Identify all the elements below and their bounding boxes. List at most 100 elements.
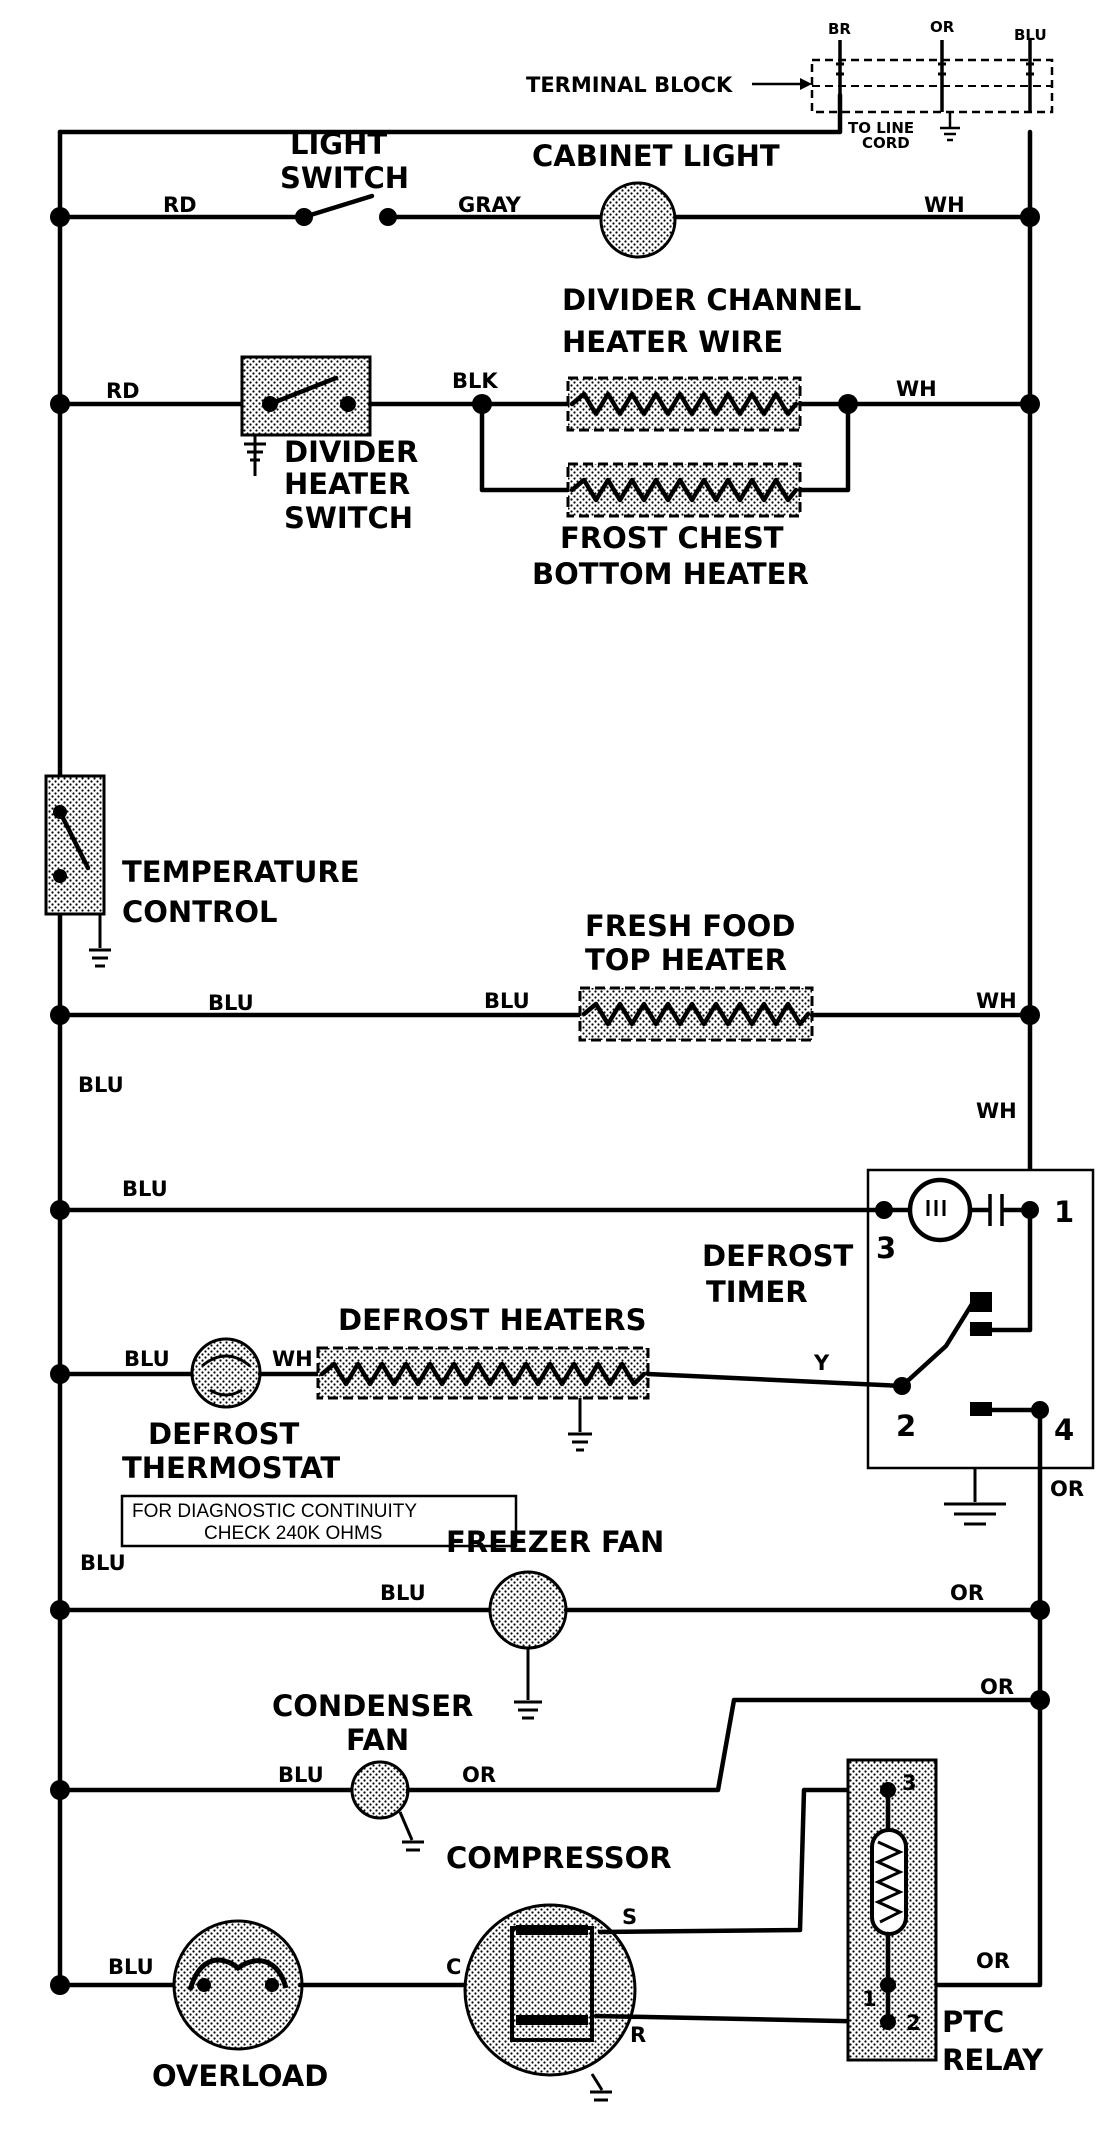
condenser-fan-ground-icon	[398, 1811, 424, 1852]
defrost-wire-right	[645, 1371, 905, 1389]
terminal-block-label: TERMINAL BLOCK	[526, 73, 733, 97]
compressor-r-wire	[593, 2013, 891, 2025]
wire-label-blu-5: BLU	[124, 1347, 170, 1371]
divider-switch-blade	[267, 375, 339, 407]
divider-switch-label-2: HEATER	[284, 467, 410, 501]
condenser-fan-wire-right	[405, 1697, 1043, 1793]
to-line-cord-label: TO LINE	[848, 119, 914, 137]
wire-label-rd-1: RD	[163, 193, 197, 217]
wire-label-or-5: OR	[976, 1949, 1010, 1973]
defrost-heater-ground-icon	[568, 1398, 592, 1452]
light-switch-contact-a	[295, 208, 313, 226]
wire-label-blu-4: BLU	[122, 1177, 168, 1201]
wire-label-wh-4: WH	[976, 1099, 1017, 1123]
timer-terminal-3-label: 3	[876, 1231, 896, 1265]
diagnostic-note-box	[120, 1494, 518, 1548]
compressor-label: COMPRESSOR	[446, 1841, 672, 1875]
wire-label-gray: GRAY	[458, 193, 522, 217]
wire-label-br: BR	[828, 20, 851, 38]
defrost-thermostat-label-1: DEFROST	[148, 1417, 300, 1451]
temperature-control-blade	[57, 809, 91, 871]
temperature-control-label-1: TEMPERATURE	[122, 855, 360, 889]
diagnostic-note-line-2: CHECK 240K OHMS	[204, 1523, 382, 1544]
divider-switch-label-1: DIVIDER	[284, 435, 418, 469]
wire-label-or-1: OR	[1050, 1477, 1084, 1501]
wire-label-blu-3: BLU	[78, 1073, 124, 1097]
wire-label-blu-2: BLU	[484, 989, 530, 1013]
compressor-s-wire	[597, 1787, 891, 1935]
fresh-food-label-2: TOP HEATER	[585, 943, 787, 977]
wire-label-or-4: OR	[980, 1675, 1014, 1699]
terminal-block-arrowhead	[800, 78, 812, 90]
ptc-terminal-1-label: 1	[862, 1987, 877, 2011]
fresh-food-heater-zigzag	[581, 1001, 811, 1027]
defrost-timer-label-2: TIMER	[706, 1275, 808, 1309]
frost-chest-return-wire	[797, 401, 851, 493]
light-switch-contact-b	[379, 208, 397, 226]
wire-label-or-2: OR	[950, 1581, 984, 1605]
compressor-terminal-c: C	[446, 1955, 461, 1979]
compressor-terminal-s: S	[622, 1905, 637, 1929]
timer-contact-4	[970, 1402, 992, 1416]
light-switch-label-1: LIGHT	[290, 127, 387, 161]
defrost-thermostat-label-2: THERMOSTAT	[122, 1451, 340, 1485]
compressor-ground-icon	[590, 2073, 612, 2102]
overload-bimetal	[187, 1957, 289, 1991]
compressor-terminal-r: R	[630, 2023, 646, 2047]
wire-label-wh-3: WH	[976, 989, 1017, 1013]
freezer-fan-label: FREEZER FAN	[446, 1525, 664, 1559]
divider-switch-label-3: SWITCH	[284, 501, 413, 535]
cabinet-light-label: CABINET LIGHT	[532, 139, 780, 173]
divider-channel-label-1: DIVIDER CHANNEL	[562, 283, 861, 317]
wire-label-blk: BLK	[452, 369, 498, 393]
wire-label-rd-2: RD	[106, 379, 140, 403]
freezer-fan-ground-icon	[514, 1648, 542, 1720]
wire-label-blu-top: BLU	[1014, 26, 1047, 44]
wire-label-blu-6: BLU	[80, 1551, 126, 1575]
to-line-cord-label-2: CORD	[862, 134, 910, 152]
ptc-relay-label-1: PTC	[942, 2005, 1004, 2039]
temperature-control-ground-icon	[89, 914, 111, 968]
cabinet-light-bulb	[599, 181, 677, 259]
defrost-timer-box	[866, 1168, 1095, 1470]
ptc-terminal-2-label: 2	[906, 2011, 921, 2035]
defrost-heaters-zigzag	[319, 1361, 647, 1387]
condenser-fan-label-2: FAN	[346, 1723, 409, 1757]
condenser-fan-label-1: CONDENSER	[272, 1689, 473, 1723]
divider-channel-label-2: HEATER WIRE	[562, 325, 783, 359]
divider-heater-switch-box	[240, 355, 372, 437]
freezer-fan-motor	[488, 1570, 568, 1650]
timer-contact-lower	[970, 1322, 992, 1336]
defrost-thermostat-icon	[190, 1337, 262, 1409]
wire-label-y: Y	[813, 1351, 830, 1375]
wire-label-blu-1: BLU	[208, 991, 254, 1015]
wire-label-or-3: OR	[462, 1763, 496, 1787]
frost-chest-label-1: FROST CHEST	[560, 521, 784, 555]
defrost-timer-label-1: DEFROST	[702, 1239, 854, 1273]
frost-chest-heater-zigzag	[569, 477, 799, 503]
fresh-food-label-1: FRESH FOOD	[585, 909, 795, 943]
temperature-control-label-2: CONTROL	[122, 895, 277, 929]
wire-label-wh-2: WH	[896, 377, 937, 401]
ptc-terminal-3-label: 3	[902, 1771, 917, 1795]
wire-label-wh-1: WH	[924, 193, 965, 217]
ptc-junction-dot	[880, 1977, 896, 1993]
timer-ground-icon	[944, 1468, 1006, 1526]
divider-channel-heater-zigzag	[569, 391, 799, 417]
overload-label: OVERLOAD	[152, 2059, 328, 2093]
wire-label-wh-5: WH	[272, 1347, 313, 1371]
defrost-heaters-label: DEFROST HEATERS	[338, 1303, 647, 1337]
timer-switch-arm	[899, 1301, 975, 1389]
light-switch-blade	[301, 193, 375, 220]
timer-terminal-4-label: 4	[1054, 1413, 1074, 1447]
timer-contact-upper	[970, 1292, 992, 1312]
diagnostic-note-line-1: FOR DIAGNOSTIC CONTINUITY	[132, 1501, 417, 1522]
timer-motor-icon	[907, 1177, 973, 1243]
ptc-relay-label-2: RELAY	[942, 2043, 1044, 2077]
wire-label-blu-7: BLU	[380, 1581, 426, 1605]
timer-terminal-1-label: 1	[1054, 1195, 1074, 1229]
divider-switch-ground-icon	[244, 435, 266, 476]
wire-label-or-top: OR	[930, 18, 955, 36]
frost-chest-branch-wire	[479, 401, 571, 493]
